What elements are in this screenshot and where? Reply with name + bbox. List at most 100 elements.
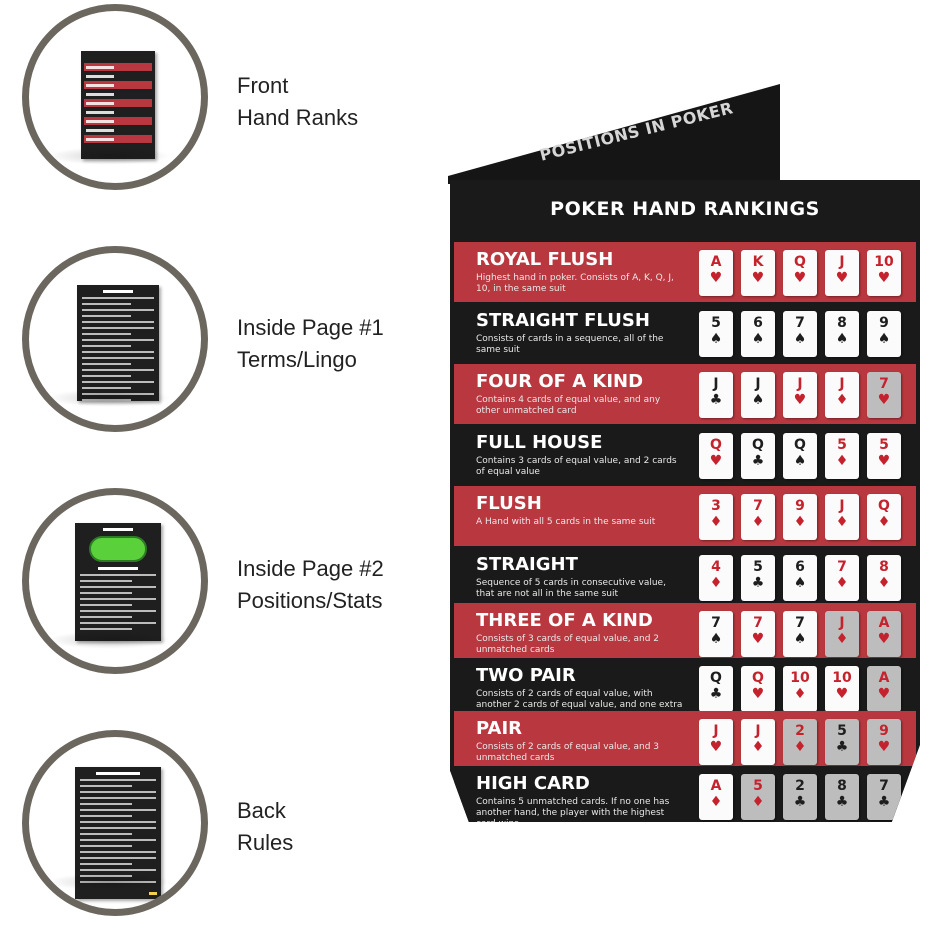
card-rank: J <box>713 723 719 739</box>
card-suit-icon: ♠ <box>877 331 891 347</box>
playing-card: J♦ <box>741 719 775 765</box>
card-suit-icon: ♣ <box>751 575 765 591</box>
playing-card: J♦ <box>825 372 859 418</box>
hand-description: Contains 4 cards of equal value, and any… <box>476 395 661 416</box>
card-rank: 10 <box>790 670 810 686</box>
hand-description: Sequence of 5 cards in consecutive value… <box>476 578 666 599</box>
card-suit-icon: ♥ <box>709 739 723 755</box>
card-suit-icon: ♦ <box>709 794 723 810</box>
playing-card: 10♥ <box>867 250 901 296</box>
card-suit-icon: ♦ <box>751 514 765 530</box>
playing-card: 5♥ <box>867 433 901 479</box>
card-suit-icon: ♦ <box>835 575 849 591</box>
card-rank: Q <box>710 437 722 453</box>
card-suit-icon: ♣ <box>751 453 765 469</box>
hand-name: FOUR OF A KIND <box>476 371 644 392</box>
card-suit-icon: ♥ <box>877 686 891 702</box>
card-suit-icon: ♦ <box>877 514 891 530</box>
label-line2: Rules <box>237 830 294 855</box>
card-rank: Q <box>794 254 806 270</box>
hand-description: Consists of 2 cards of equal value, and … <box>476 742 660 763</box>
hand-name: FULL HOUSE <box>476 432 603 453</box>
playing-card: J♠ <box>741 372 775 418</box>
card-suit-icon: ♠ <box>793 575 807 591</box>
playing-card: Q♠ <box>783 433 817 479</box>
card-suit-icon: ♣ <box>877 794 891 810</box>
card-suit-icon: ♦ <box>835 453 849 469</box>
card-suit-icon: ♣ <box>835 739 849 755</box>
playing-card: 10♦ <box>783 666 817 712</box>
card-rank: 8 <box>837 315 847 331</box>
hand-name: PAIR <box>476 718 523 739</box>
playing-card: 7♦ <box>741 494 775 540</box>
playing-card: Q♦ <box>867 494 901 540</box>
playing-card: 3♦ <box>699 494 733 540</box>
card-rank: A <box>878 670 890 686</box>
card-rank: A <box>710 254 722 270</box>
card-rank: 5 <box>879 437 889 453</box>
label-line2: Terms/Lingo <box>237 347 357 372</box>
playing-card: K♥ <box>741 250 775 296</box>
card-rank: 7 <box>753 615 763 631</box>
card-suit-icon: ♥ <box>877 739 891 755</box>
playing-card: 8♠ <box>825 311 859 357</box>
card-group: 4♦5♣6♠7♦8♦ <box>699 555 901 601</box>
card-suit-icon: ♠ <box>835 331 849 347</box>
card-rank: A <box>878 615 890 631</box>
playing-card: Q♥ <box>699 433 733 479</box>
inside-page-1-thumbnail[interactable] <box>22 246 208 432</box>
card-rank: 5 <box>753 559 763 575</box>
card-rank: 9 <box>879 723 889 739</box>
label-line1: Inside Page #1 <box>237 315 384 340</box>
playing-card: J♥ <box>825 250 859 296</box>
card-rank: Q <box>752 670 764 686</box>
card-suit-icon: ♠ <box>793 331 807 347</box>
card-rank: 5 <box>837 723 847 739</box>
hand-ranks-miniature <box>81 51 155 159</box>
playing-card: 9♠ <box>867 311 901 357</box>
playing-card: J♦ <box>825 611 859 657</box>
thumbnail-shadow <box>47 873 171 891</box>
hand-name: HIGH CARD <box>476 773 590 794</box>
card-rank: J <box>839 498 845 514</box>
card-suit-icon: ♦ <box>709 575 723 591</box>
card-suit-icon: ♥ <box>877 392 891 408</box>
thumbnail-shadow <box>47 147 171 165</box>
back-thumbnail[interactable] <box>22 730 208 916</box>
card-rank: 7 <box>879 778 889 794</box>
card-group: Q♥Q♣Q♠5♦5♥ <box>699 433 901 479</box>
playing-card: 2♦ <box>783 719 817 765</box>
playing-card: A♥ <box>867 666 901 712</box>
card-rank: Q <box>710 670 722 686</box>
card-suit-icon: ♦ <box>709 514 723 530</box>
card-suit-icon: ♥ <box>751 270 765 286</box>
card-rank: 5 <box>837 437 847 453</box>
front-thumbnail[interactable] <box>22 4 208 190</box>
card-suit-icon: ♥ <box>835 270 849 286</box>
card-rank: Q <box>752 437 764 453</box>
card-rank: 7 <box>795 615 805 631</box>
logo-mark <box>149 892 157 895</box>
card-rank: 5 <box>711 315 721 331</box>
playing-card: J♦ <box>825 494 859 540</box>
card-rank: 9 <box>879 315 889 331</box>
card-rank: 7 <box>879 376 889 392</box>
card-suit-icon: ♣ <box>835 794 849 810</box>
hand-description: A Hand with all 5 cards in the same suit <box>476 517 656 527</box>
inside-page-2-thumbnail[interactable] <box>22 488 208 674</box>
card-rank: J <box>839 615 845 631</box>
playing-card: 10♥ <box>825 666 859 712</box>
card-rank: 10 <box>874 254 894 270</box>
card-rank: 7 <box>753 498 763 514</box>
card-group: J♥J♦2♦5♣9♥ <box>699 719 901 765</box>
hand-name: THREE OF A KIND <box>476 610 653 631</box>
card-rank: 10 <box>832 670 852 686</box>
card-group: A♥K♥Q♥J♥10♥ <box>699 250 901 296</box>
card-rank: 6 <box>753 315 763 331</box>
playing-card: 8♦ <box>867 555 901 601</box>
playing-card: 9♦ <box>783 494 817 540</box>
